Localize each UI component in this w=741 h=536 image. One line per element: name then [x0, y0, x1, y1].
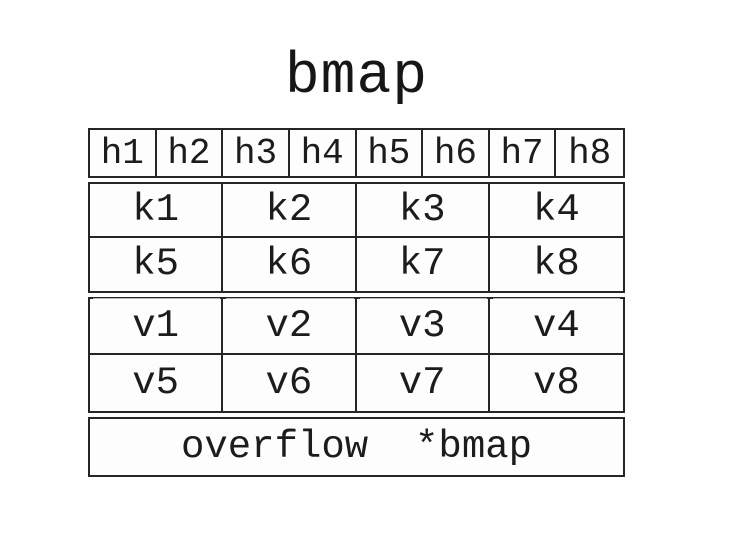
key-cell-k8: k8 — [532, 242, 580, 287]
header-cell-h7: h7 — [490, 130, 557, 176]
value-cell-v8: v8 — [532, 361, 580, 405]
header-cell-h5: h5 — [357, 130, 424, 176]
header-cell-h1: h1 — [90, 130, 157, 176]
key-cell-k6: k6 — [223, 237, 357, 291]
value-cell-v3: v3 — [356, 299, 490, 355]
key-cell-k4: k4 — [489, 184, 623, 238]
diagram-title: bmap — [284, 45, 429, 110]
header-cell-h8: h8 — [568, 132, 612, 174]
key-cell-k7: k7 — [357, 237, 490, 291]
header-cell-h6: h6 — [423, 130, 490, 176]
values-block: v1 v2 v3 v4 v5 v6 v7 v8 — [88, 297, 625, 413]
value-cell-v6: v6 — [223, 355, 357, 411]
value-cell-v4: v4 — [489, 299, 623, 355]
value-cell-v1: v1 — [90, 299, 224, 355]
key-cell-k1: k1 — [90, 184, 224, 238]
header-cell-h2: h2 — [157, 130, 224, 176]
overflow-pointer-label: overflow *bmap — [180, 425, 533, 469]
overflow-row: overflow *bmap — [88, 417, 625, 477]
value-cell-v2: v2 — [223, 299, 357, 355]
value-cell-v7: v7 — [357, 355, 490, 411]
key-cell-k3: k3 — [356, 184, 490, 238]
keys-block: k1 k2 k3 k4 k5 k6 k7 k8 — [88, 182, 625, 293]
key-cell-k2: k2 — [223, 184, 357, 238]
tophash-row: h1 h2 h3 h4 h5 h6 h7 h8 — [88, 128, 625, 178]
header-cell-h4: h4 — [290, 130, 357, 176]
header-cell-h3: h3 — [223, 130, 290, 176]
key-cell-k5: k5 — [90, 237, 224, 291]
value-cell-v5: v5 — [90, 355, 224, 411]
